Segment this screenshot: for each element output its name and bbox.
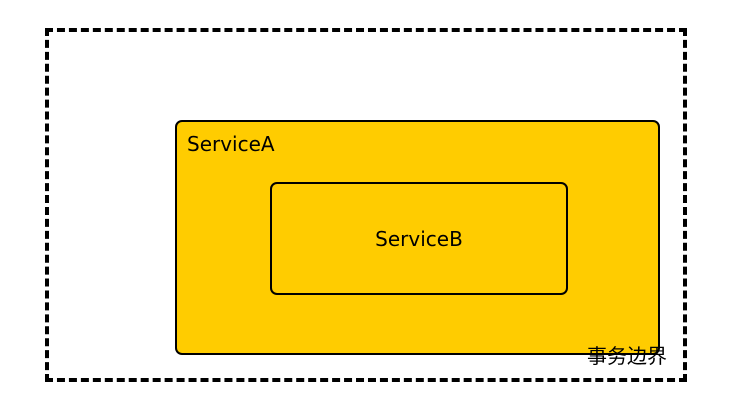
service-b-box: ServiceB bbox=[270, 182, 568, 295]
service-a-box: ServiceA ServiceB bbox=[175, 120, 660, 355]
transaction-boundary: ServiceA ServiceB 事务边界 bbox=[45, 28, 687, 382]
service-a-label: ServiceA bbox=[187, 132, 275, 156]
service-b-label: ServiceB bbox=[375, 226, 463, 251]
transaction-boundary-label: 事务边界 bbox=[587, 344, 667, 368]
